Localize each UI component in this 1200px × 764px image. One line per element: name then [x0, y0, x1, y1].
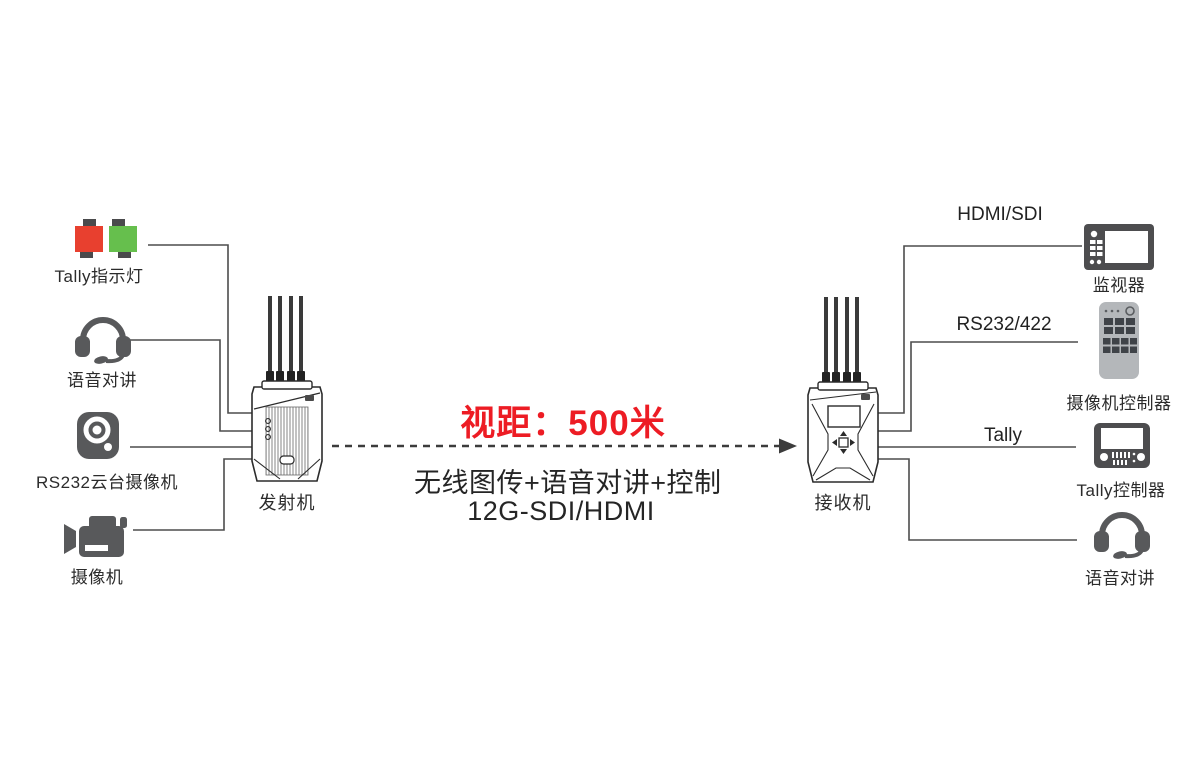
wire-tally-lights [148, 244, 252, 414]
wire-intercom-left [128, 339, 252, 432]
tally-controller-label: Tally控制器 [1076, 481, 1166, 500]
distance-title: 视距：500米 [460, 404, 666, 443]
receiver-device [807, 297, 879, 483]
wire-monitor [876, 245, 1082, 414]
headset-icon [1094, 512, 1150, 559]
receiver-label: 接收机 [814, 493, 872, 513]
wire-camcorder [133, 458, 252, 531]
transmitter-device [251, 296, 323, 482]
tally-controller-icon [1094, 423, 1150, 468]
connection-label-rs232-422: RS232/422 [956, 314, 1052, 335]
receiver-dpad [832, 431, 855, 454]
tally-lights-label: Tally指示灯 [54, 267, 144, 286]
connection-label-tally: Tally [983, 425, 1022, 446]
wire-camera-controller [876, 341, 1078, 432]
connection-label-hdmi-sdi: HDMI/SDI [957, 204, 1043, 225]
feature-line1: 无线图传+语音对讲+控制 [414, 468, 722, 498]
ptz-camera-icon [77, 412, 119, 459]
tally-green-light [109, 226, 137, 252]
wire-intercom-right [876, 458, 1077, 541]
feature-line2: 12G-SDI/HDMI [467, 496, 655, 526]
intercom-left-label: 语音对讲 [67, 371, 137, 390]
ptz-camera-label: RS232云台摄像机 [36, 473, 178, 492]
camcorder-icon [64, 516, 127, 557]
monitor-icon [1084, 224, 1154, 270]
wireless-dashed-arrow [332, 438, 797, 454]
tally-lights-icon [74, 219, 144, 259]
tally-red-light [75, 226, 103, 252]
camera-controller-label: 摄像机控制器 [1066, 394, 1172, 413]
transmitter-label: 发射机 [258, 493, 316, 513]
camcorder-label: 摄像机 [70, 568, 124, 587]
monitor-label: 监视器 [1092, 276, 1146, 295]
headset-icon [75, 317, 131, 364]
remote-control-icon [1099, 302, 1139, 379]
intercom-right-label: 语音对讲 [1085, 569, 1155, 588]
